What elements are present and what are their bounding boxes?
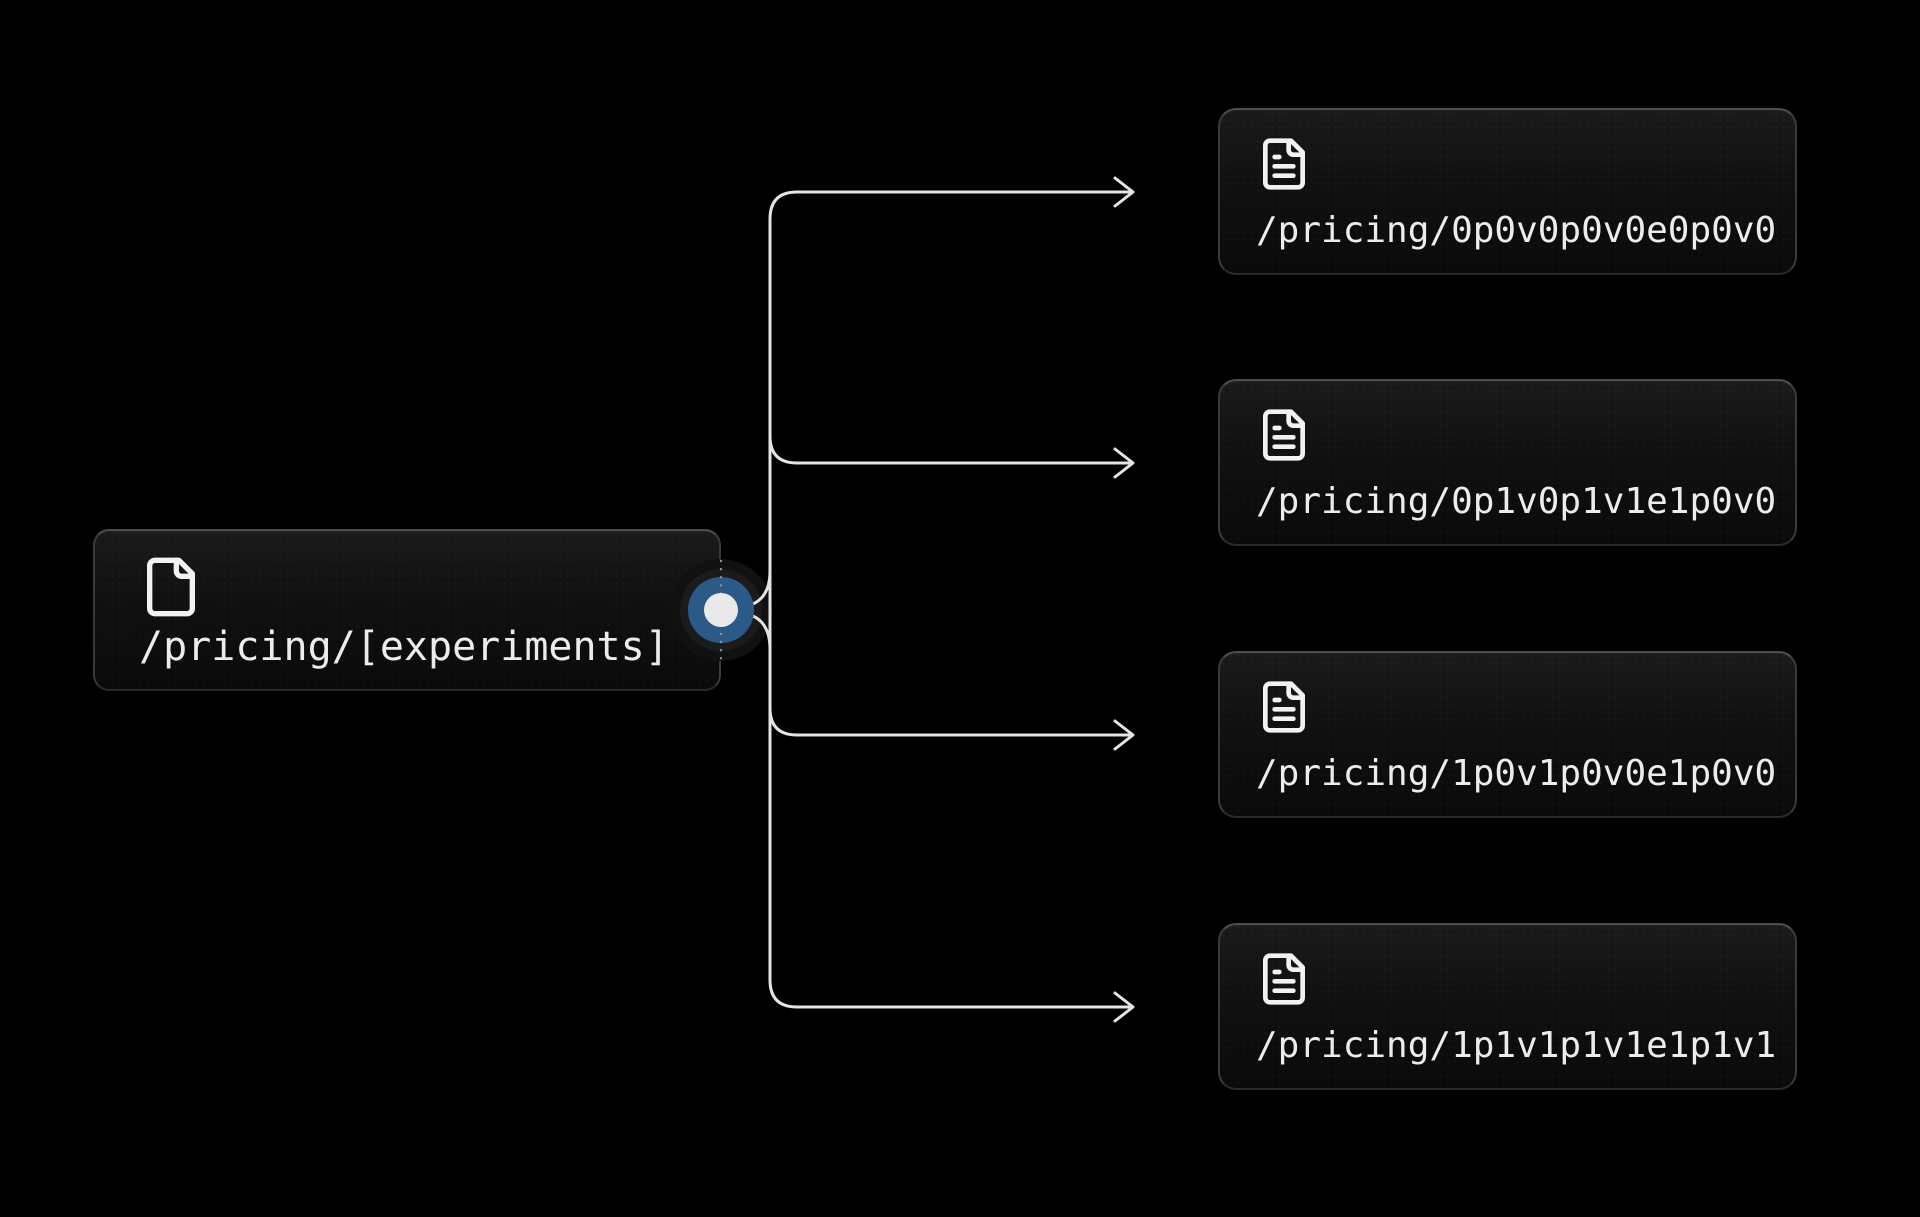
route-node-variant-3[interactable]: /pricing/1p0v1p0v0e1p0v0 (1218, 651, 1797, 818)
route-node-root[interactable]: /pricing/[experiments] (93, 529, 721, 691)
route-label: /pricing/1p0v1p0v0e1p0v0 (1256, 753, 1777, 794)
route-node-variant-4[interactable]: /pricing/1p1v1p1v1e1p1v1 (1218, 923, 1797, 1090)
connector-handle[interactable] (688, 559, 754, 661)
file-icon (139, 555, 675, 619)
edge-branch-3 (768, 706, 1135, 751)
arrow-icon (1113, 176, 1135, 208)
route-label: /pricing/1p1v1p1v1e1p1v1 (1256, 1025, 1777, 1066)
arrow-icon (1113, 719, 1135, 751)
edge-trunk (768, 190, 799, 1009)
edge-branch-4 (795, 991, 1135, 1023)
file-text-icon (1256, 679, 1759, 735)
handle-dot (704, 593, 738, 627)
file-text-icon (1256, 136, 1759, 192)
edge-branch-1 (795, 176, 1135, 208)
edge-branch-2 (768, 434, 1135, 479)
file-text-icon (1256, 951, 1759, 1007)
arrow-icon (1113, 991, 1135, 1023)
arrow-icon (1113, 447, 1135, 479)
route-node-variant-1[interactable]: /pricing/0p0v0p0v0e0p0v0 (1218, 108, 1797, 275)
route-node-variant-2[interactable]: /pricing/0p1v0p1v1e1p0v0 (1218, 379, 1797, 546)
file-text-icon (1256, 407, 1759, 463)
route-label: /pricing/0p1v0p1v1e1p0v0 (1256, 481, 1777, 522)
route-label: /pricing/0p0v0p0v0e0p0v0 (1256, 210, 1777, 251)
route-label: /pricing/[experiments] (139, 624, 669, 670)
